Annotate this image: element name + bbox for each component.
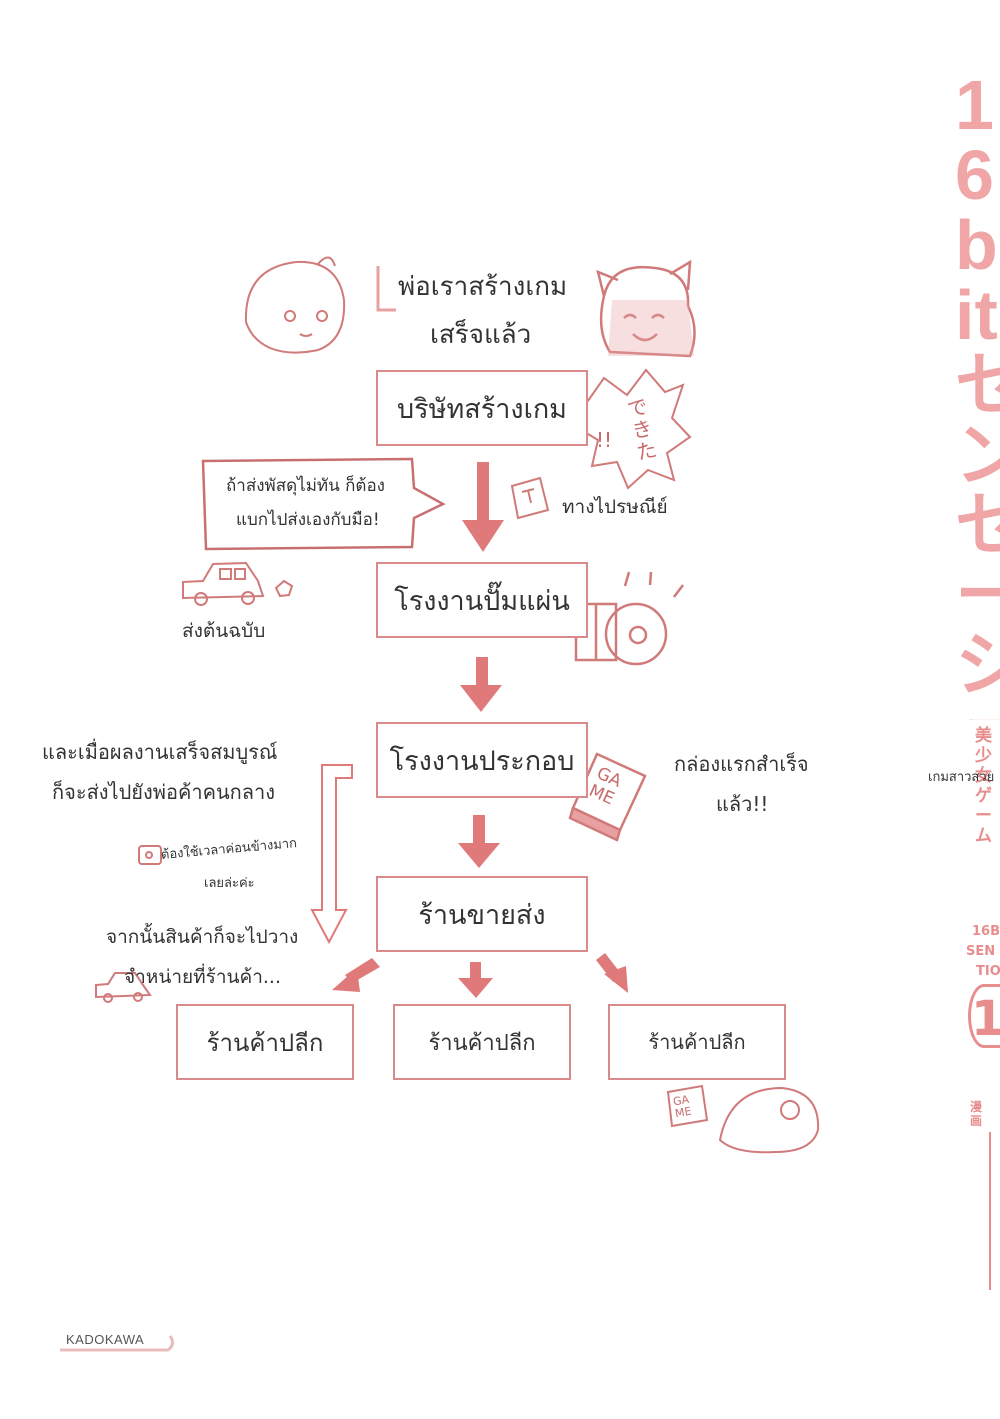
send-master-note: ส่งต้นฉบับ: [182, 620, 266, 642]
exclaim-text: !!: [596, 428, 613, 452]
retail-box-2: ร้านค้าปลีก: [393, 1004, 571, 1080]
first-box-note-2: แล้ว!!: [716, 792, 769, 816]
retail-box-1: ร้านค้าปลีก: [176, 1004, 354, 1080]
arrow-press-to-assembly: [460, 657, 502, 712]
complete-note-2: ก็จะส่งไปยังพ่อค้าคนกลาง: [52, 780, 275, 804]
heading-line-2: เสร็จแล้ว: [430, 320, 532, 350]
parcel-icon: [510, 476, 550, 520]
arrow-to-retail-1: [332, 958, 380, 992]
hollow-arrow: [310, 764, 353, 945]
arrow-to-retail-2: [458, 962, 493, 998]
spine-english-3: TIO: [976, 964, 1000, 979]
spine-volume: 1: [968, 984, 1000, 1048]
hat-fill: [608, 300, 694, 356]
first-box-note-1: กล่องแรกสำเร็จ: [674, 752, 809, 776]
clock-icon: [138, 845, 162, 865]
car-icon: [182, 561, 294, 606]
spine-english-1: 16B: [972, 924, 1000, 939]
spine-english-2: SEN: [966, 944, 996, 959]
disc-icon: [574, 571, 684, 666]
press-factory-box: โรงงานปั๊มแผ่น: [376, 562, 588, 638]
cat-hat-girl-doodle: [596, 259, 696, 358]
spine-manga-label: 漫画: [970, 1100, 983, 1128]
retail-box-3: ร้านค้าปลีก: [608, 1004, 786, 1080]
publisher-swoosh: [60, 1335, 175, 1352]
assembly-factory-box: โรงงานประกอบ: [376, 722, 588, 798]
spine-japanese-sub: 美少女ゲーム: [975, 726, 992, 846]
arrow-assembly-to-wholesale: [458, 815, 500, 868]
speech-bubble: [201, 457, 446, 551]
sleeping-game-label: GA ME: [671, 1092, 693, 1121]
deadline-note-1: ถ้าส่งพัสดุไม่ทัน ก็ต้อง: [226, 476, 385, 496]
then-note-2: จำหน่ายที่ร้านค้า...: [124, 966, 282, 988]
takes-time-note-2: เลยล่ะค่ะ: [204, 876, 255, 891]
spine-thai-sub: เกมสาวสวย: [928, 770, 995, 785]
heading-bracket: [376, 266, 396, 312]
sleeping-girl-doodle: [666, 1084, 820, 1154]
arrow-company-to-press: [462, 462, 504, 552]
deadline-note-2: แบกไปส่งเองกับมือ!: [236, 510, 380, 530]
company-box: บริษัทสร้างเกม: [376, 370, 588, 446]
complete-note-1: และเมื่อผลงานเสร็จสมบูรณ์: [42, 740, 278, 764]
arrow-to-retail-3: [596, 953, 628, 993]
publisher-logo: KADOKAWA: [66, 1332, 145, 1347]
then-note-1: จากนั้นสินค้าก็จะไปวาง: [106, 926, 299, 948]
spine-title: 16bitセンセーション: [955, 70, 1000, 720]
wholesaler-box: ร้านขายส่ง: [376, 876, 588, 952]
post-office-note: ทางไปรษณีย์: [562, 496, 668, 518]
dekita-burst: [576, 368, 692, 490]
heading-line-1: พ่อเราสร้างเกม: [398, 272, 568, 302]
short-hair-girl-doodle: [244, 256, 346, 354]
small-car-icon: [95, 972, 152, 1003]
